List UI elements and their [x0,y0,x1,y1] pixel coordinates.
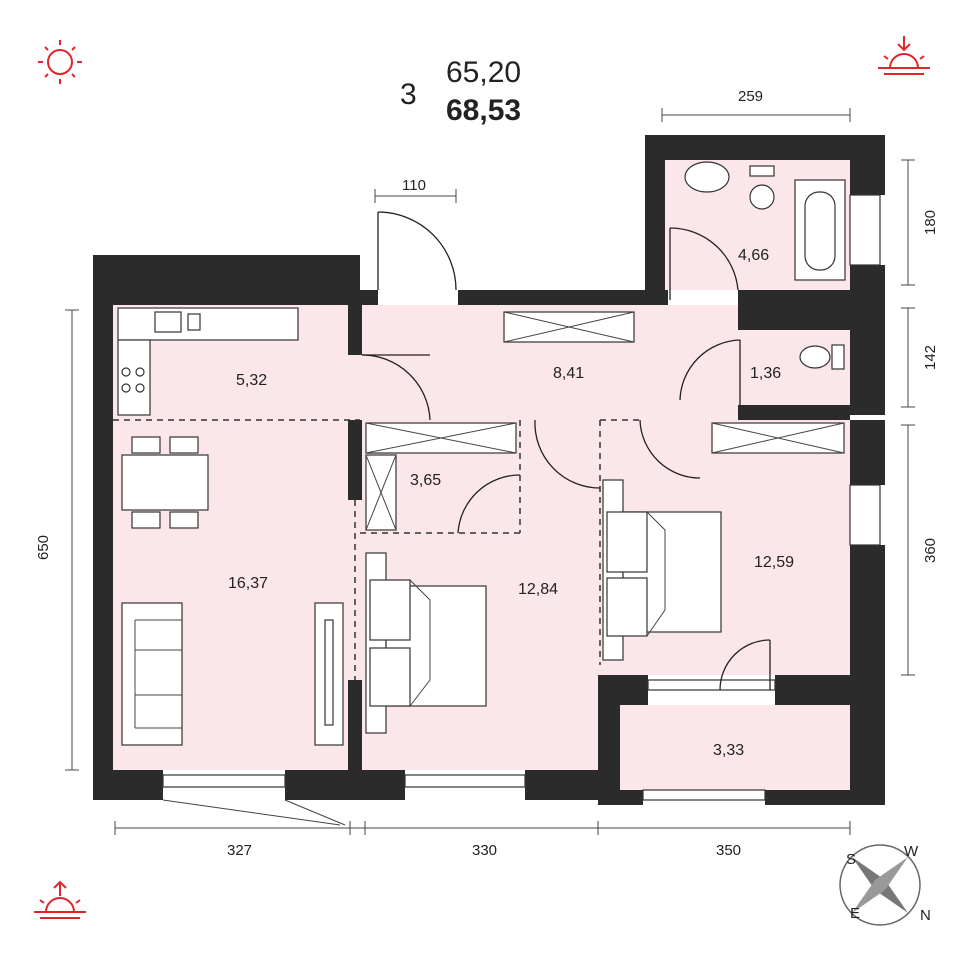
balcony-area-label: 3,33 [713,742,744,759]
windows [162,194,881,801]
storage-area-label: 3,65 [410,472,441,489]
dimension-lines [65,108,915,835]
bedroom2-area-label: 12,59 [754,554,794,571]
compass-label-e: E [850,905,860,922]
compass-label-w: W [904,843,919,860]
kitchen-area-label: 5,32 [236,372,267,389]
dim-bottom-right: 350 [716,842,741,859]
total-area: 68,53 [446,94,522,127]
sunset-icon [878,36,930,75]
hall-area-label: 8,41 [553,365,584,382]
compass-icon: S W N E [839,843,931,926]
living-area-label: 16,37 [228,575,268,592]
dim-wc-height: 142 [922,345,939,370]
zone-lines [113,419,640,680]
sunrise-icon [34,880,86,919]
dim-bath-width: 259 [738,88,763,105]
sun-icon [38,40,82,84]
furniture [117,161,846,746]
bedroom1-area-label: 12,84 [518,581,558,598]
dim-left-height: 650 [35,535,52,560]
compass-label-n: N [920,907,931,924]
dim-bottom-mid: 330 [472,842,497,859]
doors [162,211,771,826]
dim-bottom-left: 327 [227,842,252,859]
wc-area-label: 1,36 [750,365,781,382]
bathroom-area-label: 4,66 [738,247,769,264]
dim-bath-height: 180 [922,210,939,235]
compass-label-s: S [846,851,856,868]
dim-door: 110 [402,177,426,194]
dim-bedroom-height: 360 [922,538,939,563]
living-area-total: 65,20 [446,56,522,89]
walls [93,135,885,805]
room-count: 3 [400,78,417,111]
